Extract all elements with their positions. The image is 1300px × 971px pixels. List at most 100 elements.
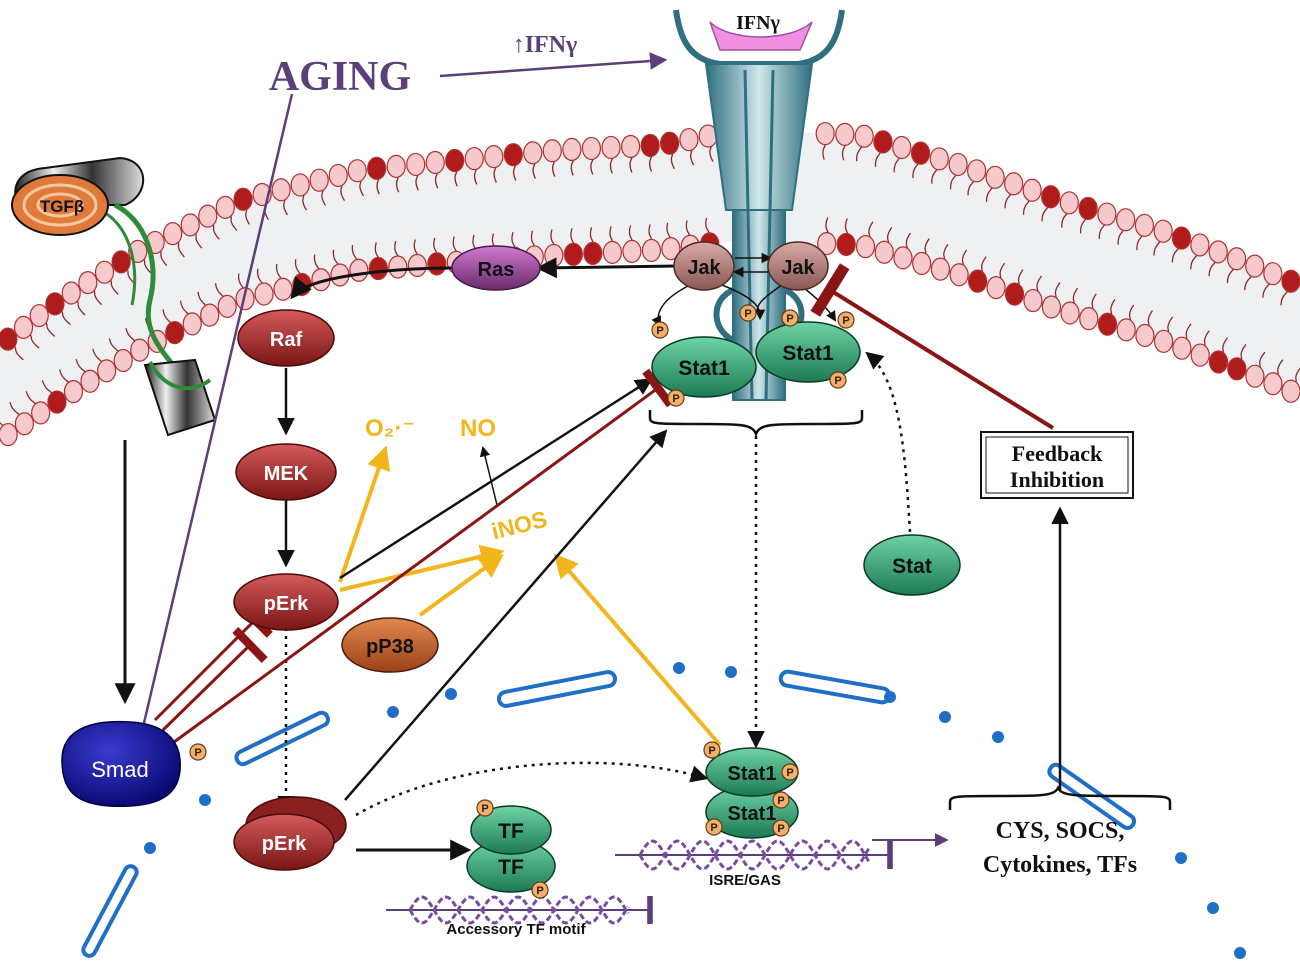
stat-free-node: Stat	[863, 534, 961, 596]
phospho-label: P	[777, 795, 784, 807]
stat1-nuc-bottom-label: Stat1	[728, 803, 777, 825]
feedback-inhibits-jak	[810, 263, 1055, 430]
phospho-label: P	[672, 393, 679, 405]
stat1-nuc-top-label: Stat1	[728, 763, 777, 785]
phospho-badge	[829, 371, 847, 389]
phospho-badge	[189, 743, 207, 761]
tgfb-receptor: TGFβ	[11, 156, 217, 437]
ras-to-raf-arrow	[290, 266, 453, 300]
jak-right-label: Jak	[781, 257, 815, 279]
tf-bottom-label: TF	[498, 856, 524, 879]
smad-inhibits-perk	[153, 602, 273, 722]
phospho-badge	[667, 389, 685, 407]
stat1-to-inos-arrow	[553, 553, 722, 747]
jak-right-node: Jak	[767, 241, 829, 291]
perk-nuc-node: pErk	[233, 796, 347, 871]
pp38-node: pP38	[341, 617, 439, 673]
aging-inhibits-smad	[122, 93, 294, 748]
perk-to-superoxide-arrow	[338, 445, 391, 583]
stat1-right-node: Stat1	[755, 321, 861, 383]
aging-label: AGING	[269, 54, 411, 100]
smad-inhibits-stat1	[169, 368, 674, 747]
tgfb-label: TGFβ	[40, 197, 84, 216]
ras-label: Ras	[478, 259, 515, 281]
phospho-badge	[837, 311, 855, 329]
tf-dimer: TF TF	[466, 805, 556, 893]
mek-node: MEK	[235, 443, 337, 501]
smad-node: Smad	[61, 720, 181, 808]
phospho-badge	[703, 741, 721, 759]
perk-nuc-label: pErk	[262, 833, 307, 855]
isre-gas-label: ISRE/GAS	[709, 872, 781, 889]
nuclear-perk-to-nuclear-stat1-arrow	[355, 761, 709, 817]
phospho-label: P	[786, 767, 793, 779]
isre-gas-helix	[638, 839, 872, 871]
perk-inhibits-smad	[161, 627, 268, 732]
ifng-ligand	[709, 21, 813, 51]
ifng-up-label: ↑IFNγ	[513, 32, 578, 58]
stat-recruitment-arrow	[865, 351, 912, 533]
inos-to-no-arrow	[479, 445, 498, 506]
raf-label: Raf	[270, 329, 303, 351]
jak-left-node: Jak	[673, 241, 735, 291]
phospho-label: P	[481, 803, 488, 815]
phospho-label: P	[656, 325, 663, 337]
phospho-badge	[772, 819, 790, 837]
pp38-label: pP38	[366, 636, 414, 658]
accessory-motif-label: Accessory TF motif	[446, 921, 586, 938]
phospho-badge	[772, 791, 790, 809]
targets-brace	[948, 785, 1172, 810]
targets-line2: Cytokines, TFs	[983, 852, 1137, 878]
stat-free-label: Stat	[892, 555, 932, 578]
ifng-ligand-label: IFNγ	[736, 12, 780, 34]
phospho-badge	[476, 799, 494, 817]
stat1-left-label: Stat1	[678, 357, 730, 380]
jak-to-ras-arrow	[535, 257, 677, 279]
perk-cyto-node: pErk	[233, 573, 339, 631]
phospho-label: P	[708, 745, 715, 757]
raf-node: Raf	[237, 309, 335, 367]
phospho-label: P	[842, 315, 849, 327]
phospho-badge	[531, 881, 549, 899]
tf-top-node	[470, 805, 552, 855]
mek-label: MEK	[264, 463, 309, 485]
phospho-badge	[705, 818, 723, 836]
phospho-label: P	[710, 822, 717, 834]
feedback-line2: Inhibition	[1010, 467, 1104, 492]
stat1-left-node: Stat1	[651, 336, 757, 398]
nuclear-envelope	[81, 662, 1246, 959]
phospho-label: P	[744, 308, 751, 320]
perk-to-stat1-arrow	[339, 378, 653, 580]
targets-line1: CYS, SOCS,	[996, 818, 1125, 844]
phospho-label: P	[834, 375, 841, 387]
inos-label: iNOS	[489, 506, 550, 545]
tf-top-label: TF	[498, 820, 524, 843]
jak-left-label: Jak	[687, 257, 721, 279]
phospho-badge	[739, 304, 757, 322]
phospho-badge	[781, 309, 799, 327]
perk-to-inos-arrow	[339, 544, 505, 592]
ras-node: Ras	[451, 245, 541, 291]
no-label: NO	[460, 415, 496, 442]
phospho-label: P	[786, 313, 793, 325]
pp38-to-inos-arrow	[418, 554, 504, 617]
phospho-badges: P P P P P P P P P P P P P P	[189, 304, 855, 899]
aging-to-ifng-arrow	[439, 52, 668, 78]
feedback-inhibition-box: Feedback Inhibition	[980, 431, 1134, 499]
accessory-helix	[408, 895, 630, 925]
phospho-badge	[651, 321, 669, 339]
phospho-label: P	[536, 885, 543, 897]
phospho-label: P	[777, 823, 784, 835]
feedback-line1: Feedback	[1012, 441, 1103, 466]
perk-cyto-label: pErk	[264, 593, 309, 615]
phospho-label: P	[194, 747, 201, 759]
dna: ISRE/GAS Accessory TF motif	[386, 839, 893, 938]
smad-label: Smad	[91, 757, 148, 782]
stat1-right-label: Stat1	[782, 342, 834, 365]
stat1-brace	[648, 410, 864, 438]
superoxide-label: O₂·⁻	[365, 415, 415, 442]
phospho-badge	[781, 763, 799, 781]
nuclear-perk-to-stat1-arrow	[344, 429, 668, 801]
